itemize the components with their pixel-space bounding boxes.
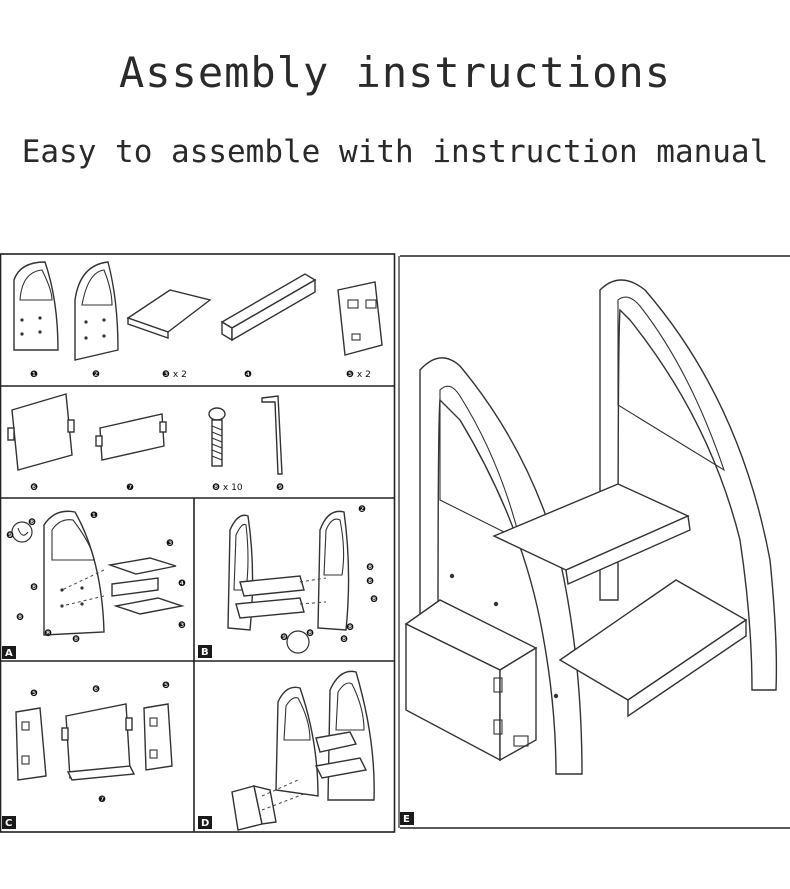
callout-a-8e: ❽ <box>72 635 80 645</box>
part-label-7: ❼ <box>126 483 134 493</box>
part-7-board <box>95 413 167 461</box>
callout-a-3a: ❸ <box>166 539 174 549</box>
callout-a-3b: ❸ <box>178 621 186 631</box>
step-b-label: B <box>201 647 209 658</box>
part-5-bracket <box>337 281 383 356</box>
callout-c-7: ❼ <box>98 795 106 805</box>
part-label-8: ❽ x 10 <box>212 483 243 493</box>
step-b-badge <box>198 645 212 658</box>
callout-b-8c: ❽ <box>370 595 378 605</box>
part-label-9: ❾ <box>276 483 284 493</box>
callout-a-9: ❾ <box>6 531 14 541</box>
part-label-2: ❷ <box>92 370 100 380</box>
callout-c-5a: ❺ <box>30 689 38 699</box>
callout-b-8e: ❽ <box>340 635 348 645</box>
callout-a-8b: ❽ <box>30 583 38 593</box>
part-label-4: ❹ <box>244 370 252 380</box>
callout-a-8c: ❽ <box>16 613 24 623</box>
step-c-badge <box>2 816 16 829</box>
part-9-hex-key <box>261 395 283 475</box>
part-label-6: ❻ <box>30 483 38 493</box>
step-e-finished-stool <box>404 279 778 775</box>
part-2-side-panel <box>74 261 119 361</box>
part-4-rail <box>220 273 317 342</box>
step-d-label: D <box>201 818 209 829</box>
step-a-diagram <box>11 510 185 636</box>
callout-a-4: ❹ <box>178 579 186 589</box>
part-label-1: ❶ <box>30 370 38 380</box>
callout-b-8a: ❽ <box>366 563 374 573</box>
callout-b-2: ❷ <box>358 505 366 515</box>
part-label-5: ❺ x 2 <box>346 370 371 380</box>
part-1-side-panel <box>13 261 59 351</box>
part-8-screw <box>208 407 226 467</box>
step-e-badge <box>400 812 414 825</box>
callout-b-9: ❾ <box>280 633 288 643</box>
step-a-badge <box>2 646 16 659</box>
callout-a-8a: ❽ <box>28 518 36 528</box>
part-label-3: ❸ x 2 <box>162 370 187 380</box>
callout-b-8f: ❽ <box>306 629 314 639</box>
part-6-panel <box>7 393 75 471</box>
page-title: Assembly instructions <box>118 48 671 97</box>
callout-c-5b: ❺ <box>162 681 170 691</box>
callout-b-8b: ❽ <box>366 577 374 587</box>
callout-a-8d: ❽ <box>44 629 52 639</box>
step-c-diagram <box>15 703 173 781</box>
callout-c-6: ❻ <box>92 685 100 695</box>
step-c-label: C <box>5 818 12 829</box>
parts-panel-frame <box>0 253 396 833</box>
callout-b-8d: ❽ <box>346 623 354 633</box>
step-e-label: E <box>403 814 410 825</box>
step-d-badge <box>198 816 212 829</box>
part-3-step-board <box>126 289 212 339</box>
step-b-diagram <box>227 510 350 654</box>
step-a-label: A <box>5 648 13 659</box>
step-d-diagram <box>231 670 375 831</box>
page-subtitle: Easy to assemble with instruction manual <box>21 134 769 170</box>
callout-a-1: ❶ <box>90 511 98 521</box>
